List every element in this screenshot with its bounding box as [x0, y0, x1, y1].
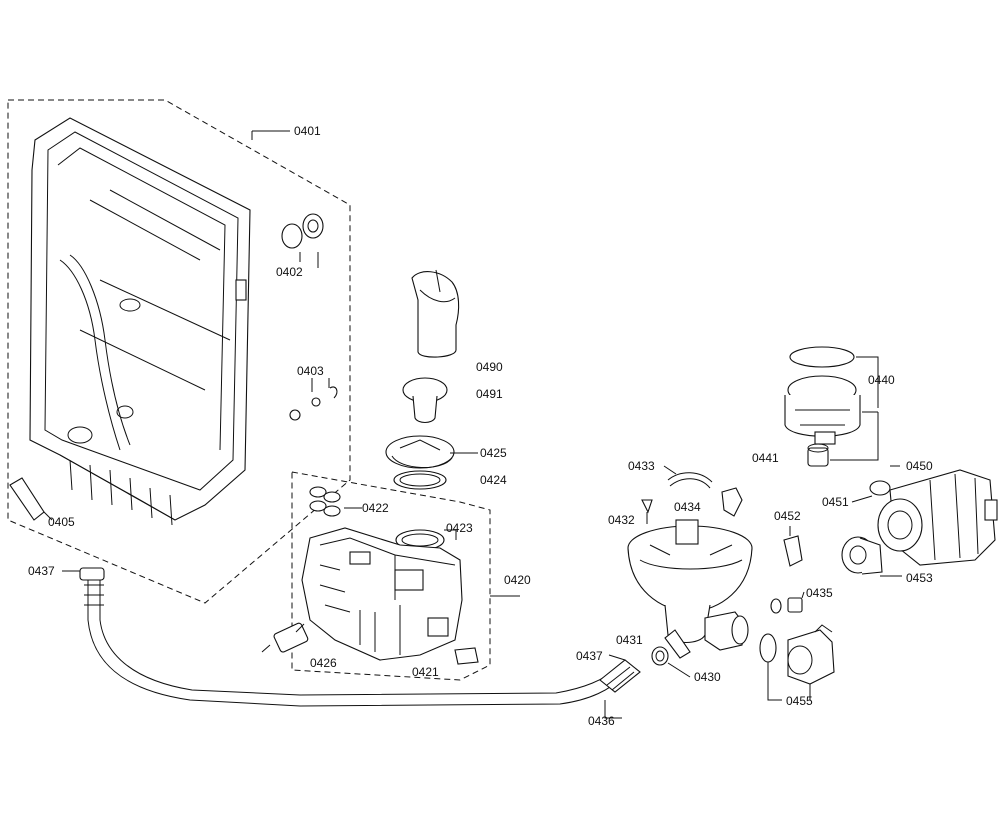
connector-0453: [841, 536, 883, 575]
label-0431: 0431: [616, 633, 643, 647]
funnel-0490: [411, 269, 460, 358]
leader-0437b: [608, 654, 626, 661]
label-0435: 0435: [806, 586, 833, 600]
leader-0441: [830, 412, 879, 461]
label-0403: 0403: [297, 364, 324, 378]
fitting-0441: [807, 443, 829, 467]
softener-body-0421: [301, 527, 463, 661]
label-0425: 0425: [480, 446, 507, 460]
label-0450: 0450: [906, 459, 933, 473]
label-0424: 0424: [480, 473, 507, 487]
plug-0431: [651, 646, 669, 666]
label-0437-left: 0437: [28, 564, 55, 578]
label-0426: 0426: [310, 656, 337, 670]
label-0433: 0433: [628, 459, 655, 473]
label-0402: 0402: [276, 265, 303, 279]
label-0420: 0420: [504, 573, 531, 587]
ring-0424: [393, 470, 447, 490]
label-0432: 0432: [608, 513, 635, 527]
drain-hose-0436: [79, 567, 641, 707]
clip-0405: [9, 477, 53, 521]
pump-housing-0440: [784, 346, 861, 445]
label-0451: 0451: [822, 495, 849, 509]
cap-0491: [402, 377, 448, 424]
clamp-0433: [663, 465, 713, 489]
clip-0434: [721, 487, 743, 517]
label-0440: 0440: [868, 373, 895, 387]
label-0434: 0434: [674, 500, 701, 514]
o-rings-0422: [309, 486, 362, 517]
label-0423: 0423: [446, 521, 473, 535]
leader-0430: [667, 662, 691, 678]
side-panel-0401: [29, 117, 251, 526]
fasteners-0403: [289, 378, 338, 421]
seal-rings-0402: [281, 213, 324, 268]
leader-0401: [251, 130, 290, 140]
label-0437-right: 0437: [576, 649, 603, 663]
heat-pump-0451: [877, 469, 998, 566]
label-0436: 0436: [588, 714, 615, 728]
leader-0436: [604, 700, 622, 719]
label-0491: 0491: [476, 387, 503, 401]
ring-0450: [869, 465, 900, 496]
leader-0440: [856, 356, 879, 413]
label-0441: 0441: [752, 451, 779, 465]
panel-group-frame: [7, 99, 351, 604]
valve-0426: [261, 622, 479, 665]
label-0401: 0401: [294, 124, 321, 138]
bracket-0452: [783, 535, 803, 567]
lid-0425: [385, 435, 455, 469]
label-0453: 0453: [906, 571, 933, 585]
sump-0430: [627, 519, 753, 659]
label-0430: 0430: [694, 670, 721, 684]
drain-pump-0455: [759, 624, 835, 701]
label-0422: 0422: [362, 501, 389, 515]
label-0405: 0405: [48, 515, 75, 529]
label-0421: 0421: [412, 665, 439, 679]
label-0452: 0452: [774, 509, 801, 523]
label-0455: 0455: [786, 694, 813, 708]
leader-0451: [851, 495, 873, 503]
screw-0432: [641, 499, 653, 524]
sensor-0435: [770, 591, 805, 614]
water-softener-group-frame: [291, 471, 491, 681]
label-0490: 0490: [476, 360, 503, 374]
